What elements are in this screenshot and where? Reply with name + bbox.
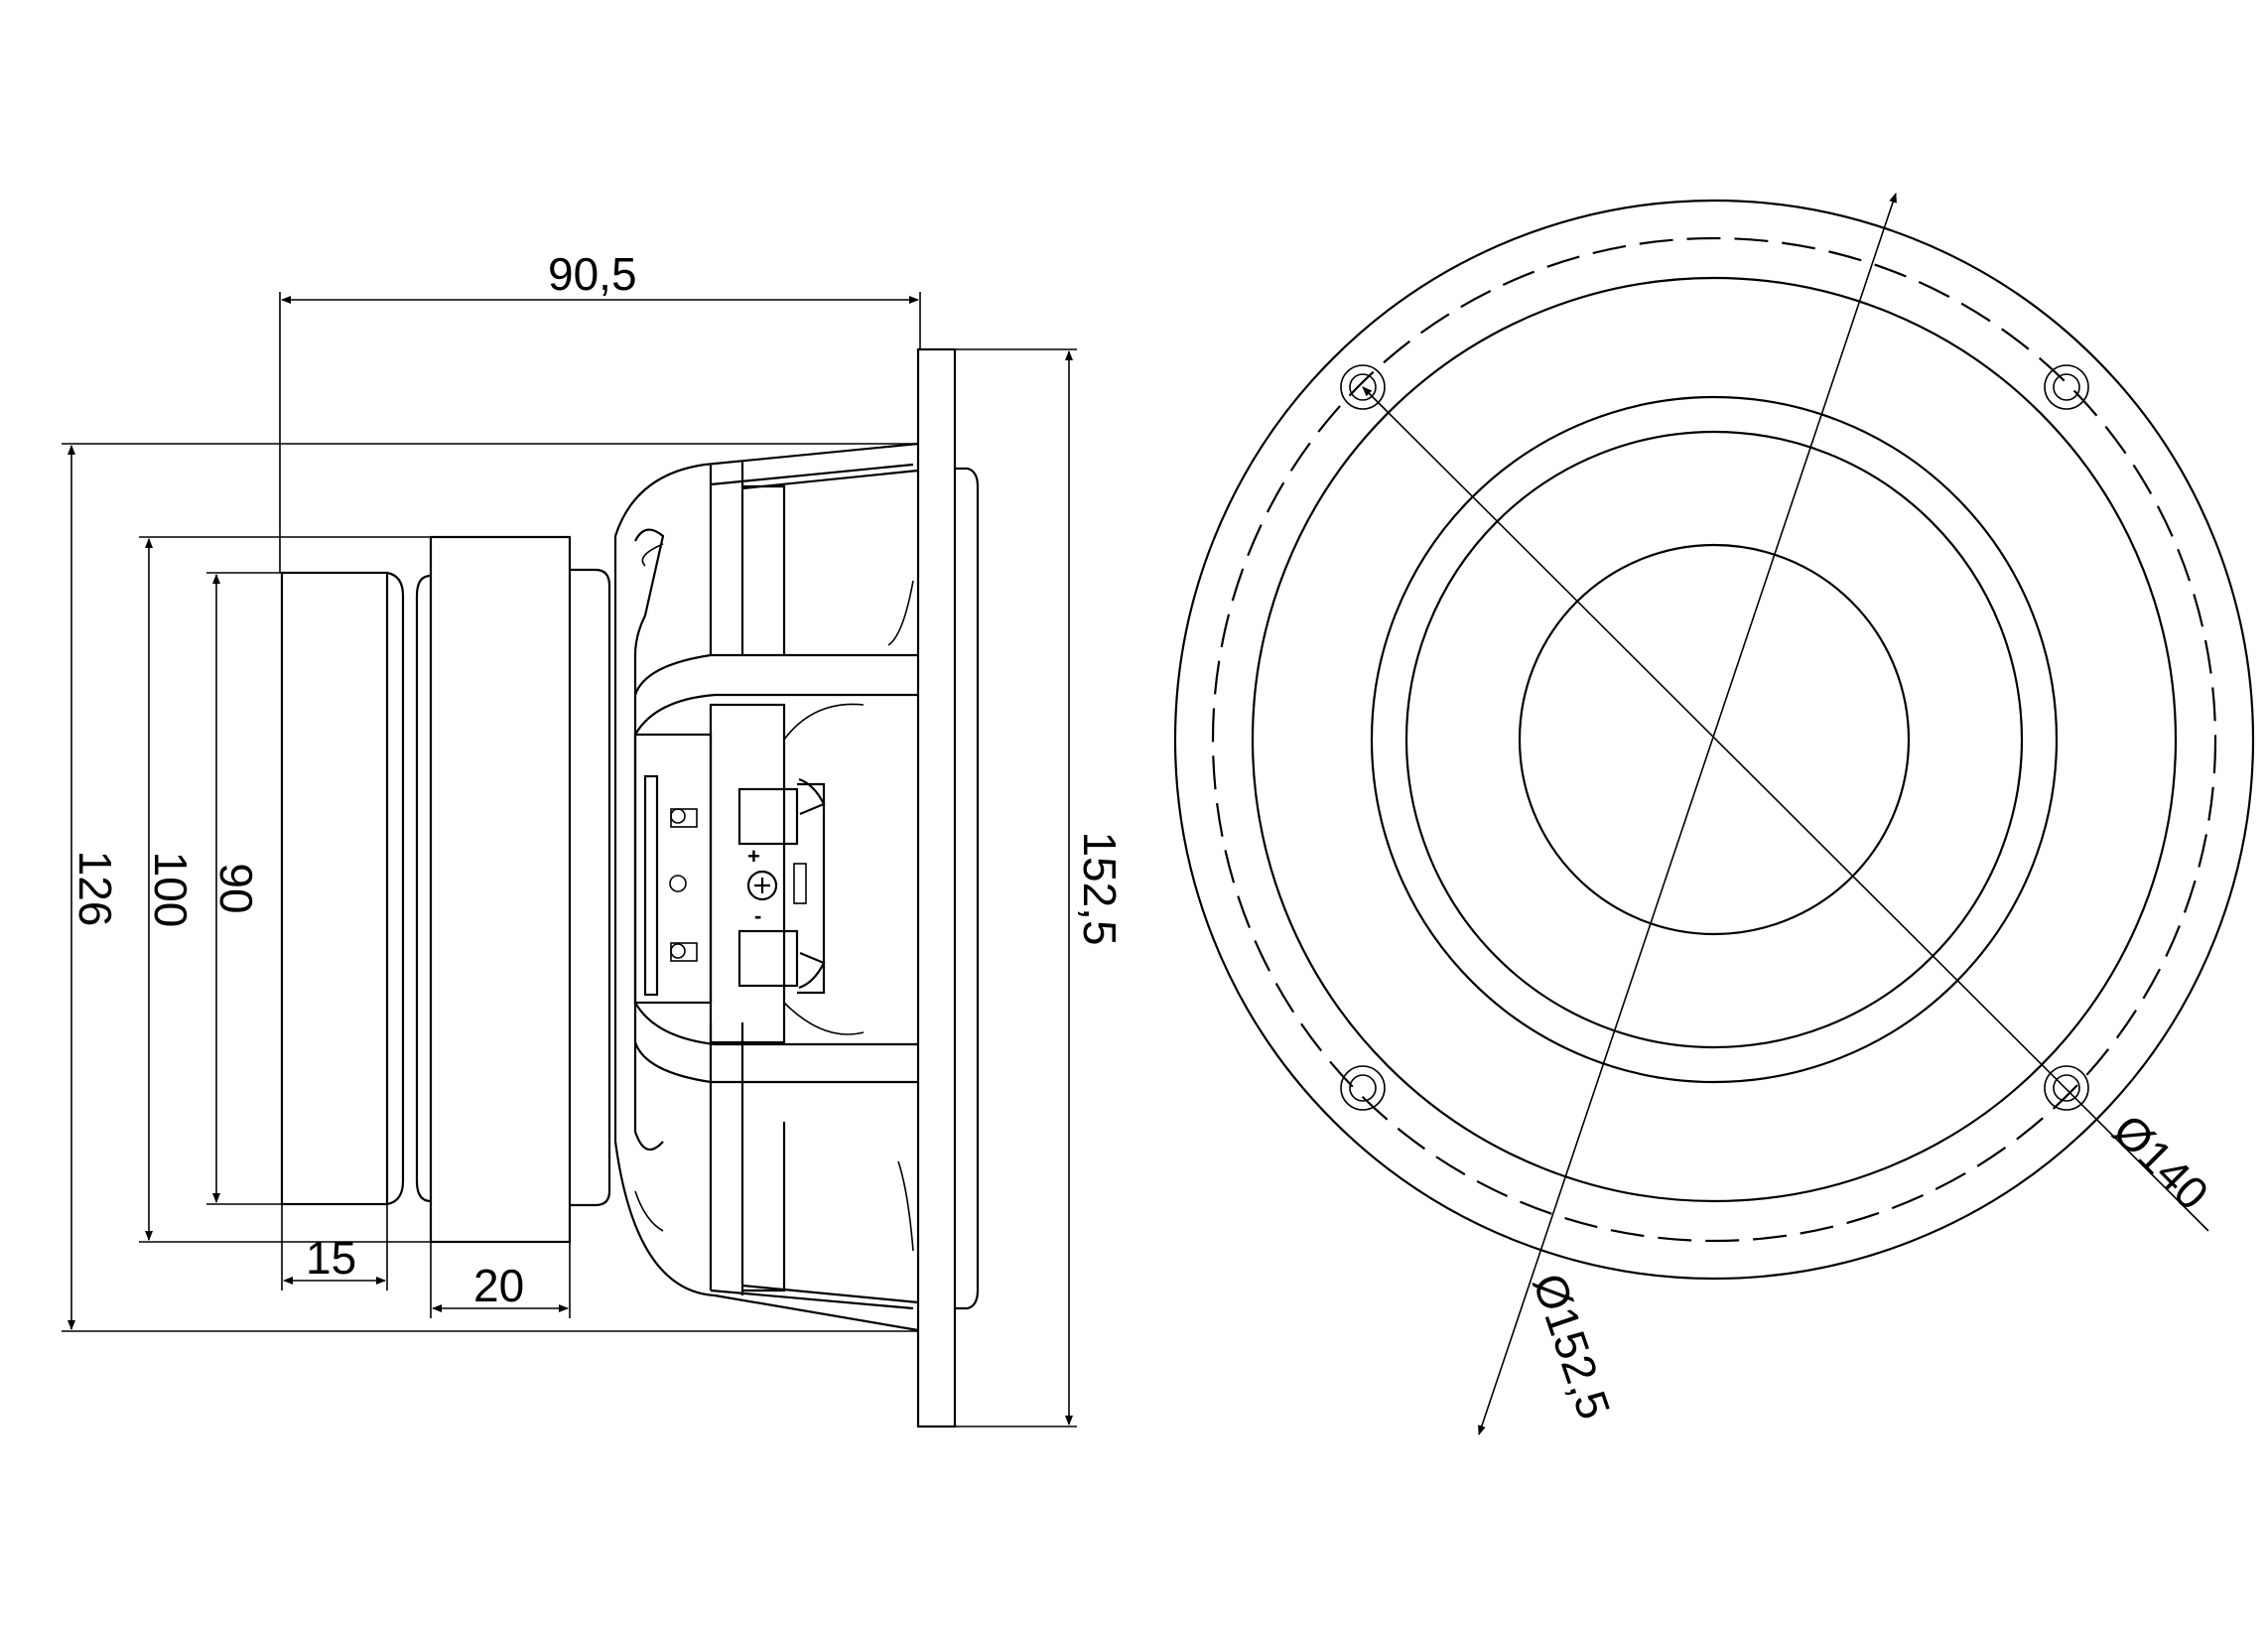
dim-basket-height: 126 bbox=[69, 851, 121, 927]
dim-bolt-circle: Ø140 bbox=[2103, 1104, 2218, 1219]
cone-edge bbox=[1404, 430, 2024, 1049]
dim-overall-depth: 90,5 bbox=[548, 248, 637, 300]
mounting-flange bbox=[916, 347, 957, 1428]
side-view: + - bbox=[280, 347, 980, 1428]
dim-magnet-thickness: 20 bbox=[473, 1260, 524, 1311]
back-plate bbox=[280, 571, 389, 1206]
front-plate bbox=[570, 568, 611, 1207]
front-view: Ø140 Ø152,5 bbox=[1173, 193, 2255, 1435]
plate-spacer bbox=[386, 571, 405, 1206]
magnet-ring bbox=[429, 535, 572, 1244]
dim-flange-height: 152,5 bbox=[1074, 831, 1126, 945]
terminal-block: + - bbox=[633, 703, 826, 1044]
dim-magnet-inner: 90 bbox=[210, 863, 262, 913]
dust-cap bbox=[1518, 543, 1911, 936]
mounting-hole bbox=[2044, 1065, 2089, 1111]
terminal-minus-mark: - bbox=[754, 903, 761, 928]
leader-bolt-circle bbox=[1362, 386, 2209, 1232]
outer-frame-circle bbox=[1173, 199, 2255, 1281]
mounting-hole bbox=[1340, 1065, 1386, 1111]
terminal-plus-mark: + bbox=[747, 844, 760, 869]
mounting-hole bbox=[1340, 364, 1386, 410]
mounting-hole bbox=[2044, 364, 2089, 410]
surround-ring bbox=[955, 467, 980, 1310]
dim-magnet-outer: 100 bbox=[145, 852, 197, 928]
dim-outer-diameter: Ø152,5 bbox=[1524, 1267, 1621, 1426]
basket-frame bbox=[613, 442, 919, 1332]
leader-outer-diameter bbox=[1478, 193, 1897, 1435]
surround-inner bbox=[1370, 395, 2059, 1084]
dim-plate-thickness: 15 bbox=[306, 1232, 356, 1284]
side-dimensions: 90,5 126 100 90 15 20 152,5 bbox=[62, 248, 1126, 1427]
